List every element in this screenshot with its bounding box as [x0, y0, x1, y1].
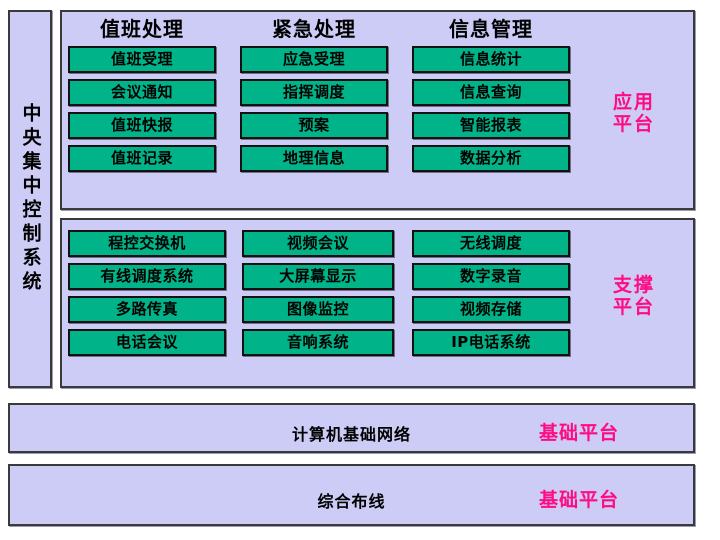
button-list-duty-handling: 值班受理 会议通知 值班快报 值班记录	[68, 46, 216, 172]
button-info-statistics[interactable]: 信息统计	[412, 46, 570, 73]
spine-label: 中央集中控制系统	[19, 103, 42, 295]
button-wireless-dispatch[interactable]: 无线调度	[412, 230, 570, 257]
support-platform-tag-line-2: 平台	[612, 295, 655, 318]
button-digital-recording[interactable]: 数字录音	[412, 263, 570, 290]
computer-network-platform-tag: 基础平台	[538, 422, 619, 444]
support-platform-panel: 程控交换机 有线调度系统 多路传真 电话会议 视频会议 大屏幕显示 图像监控 音…	[60, 218, 695, 388]
structured-cabling-platform-tag: 基础平台	[538, 489, 619, 511]
application-platform-tag: 应用 平台	[578, 91, 690, 136]
button-pbx-switch[interactable]: 程控交换机	[68, 230, 226, 257]
button-duty-record[interactable]: 值班记录	[68, 145, 216, 172]
application-platform-panel: 值班处理 值班受理 会议通知 值班快报 值班记录 紧急处理 应急受理 指挥调度 …	[60, 10, 695, 210]
application-platform-columns: 值班处理 值班受理 会议通知 值班快报 值班记录 紧急处理 应急受理 指挥调度 …	[62, 12, 693, 208]
button-duty-acceptance[interactable]: 值班受理	[68, 46, 216, 73]
support-platform-tag: 支撑 平台	[578, 274, 690, 319]
button-geographic-info[interactable]: 地理信息	[240, 145, 388, 172]
application-platform-tag-line-2: 平台	[612, 112, 655, 135]
application-platform-tag-area: 应用 平台	[578, 12, 690, 208]
button-duty-bulletin[interactable]: 值班快报	[68, 112, 216, 139]
button-list-visual-systems: 视频会议 大屏幕显示 图像监控 音响系统	[242, 220, 394, 356]
button-info-query[interactable]: 信息查询	[412, 79, 570, 106]
central-control-system-spine: 中央集中控制系统	[8, 10, 52, 388]
button-video-storage[interactable]: 视频存储	[412, 296, 570, 323]
button-list-communication-systems: 程控交换机 有线调度系统 多路传真 电话会议	[68, 220, 226, 356]
button-image-monitoring[interactable]: 图像监控	[242, 296, 394, 323]
column-duty-handling: 值班处理 值班受理 会议通知 值班快报 值班记录	[68, 12, 216, 208]
button-list-media-systems: 无线调度 数字录音 视频存储 IP电话系统	[412, 220, 570, 356]
button-meeting-notice[interactable]: 会议通知	[68, 79, 216, 106]
button-emergency-acceptance[interactable]: 应急受理	[240, 46, 388, 73]
column-communication-systems: 程控交换机 有线调度系统 多路传真 电话会议	[68, 220, 226, 386]
button-list-emergency-handling: 应急受理 指挥调度 预案 地理信息	[240, 46, 388, 172]
computer-network-label: 计算机基础网络	[291, 425, 411, 444]
button-audio-system[interactable]: 音响系统	[242, 329, 394, 356]
column-title-emergency-handling: 紧急处理	[272, 17, 356, 41]
support-platform-columns: 程控交换机 有线调度系统 多路传真 电话会议 视频会议 大屏幕显示 图像监控 音…	[62, 220, 693, 386]
button-smart-report[interactable]: 智能报表	[412, 112, 570, 139]
button-ip-phone-system[interactable]: IP电话系统	[412, 329, 570, 356]
column-emergency-handling: 紧急处理 应急受理 指挥调度 预案 地理信息	[240, 12, 388, 208]
button-large-screen[interactable]: 大屏幕显示	[242, 263, 394, 290]
computer-network-bar: 计算机基础网络 基础平台	[8, 403, 695, 453]
column-title-duty-handling: 值班处理	[100, 17, 184, 41]
structured-cabling-bar: 综合布线 基础平台	[8, 464, 695, 526]
button-data-analysis[interactable]: 数据分析	[412, 145, 570, 172]
button-list-information-management: 信息统计 信息查询 智能报表 数据分析	[412, 46, 570, 172]
column-visual-systems: 视频会议 大屏幕显示 图像监控 音响系统	[242, 220, 394, 386]
support-platform-tag-line-1: 支撑	[612, 274, 655, 296]
button-command-dispatch[interactable]: 指挥调度	[240, 79, 388, 106]
structured-cabling-label: 综合布线	[317, 492, 386, 511]
button-wired-dispatch[interactable]: 有线调度系统	[68, 263, 226, 290]
button-multichannel-fax[interactable]: 多路传真	[68, 296, 226, 323]
column-information-management: 信息管理 信息统计 信息查询 智能报表 数据分析	[412, 12, 570, 208]
button-telephone-meeting[interactable]: 电话会议	[68, 329, 226, 356]
application-platform-tag-line-1: 应用	[612, 91, 655, 113]
column-title-information-management: 信息管理	[449, 17, 533, 41]
button-video-conference[interactable]: 视频会议	[242, 230, 394, 257]
support-platform-tag-area: 支撑 平台	[578, 220, 690, 386]
column-media-systems: 无线调度 数字录音 视频存储 IP电话系统	[412, 220, 570, 386]
button-contingency-plan[interactable]: 预案	[240, 112, 388, 139]
